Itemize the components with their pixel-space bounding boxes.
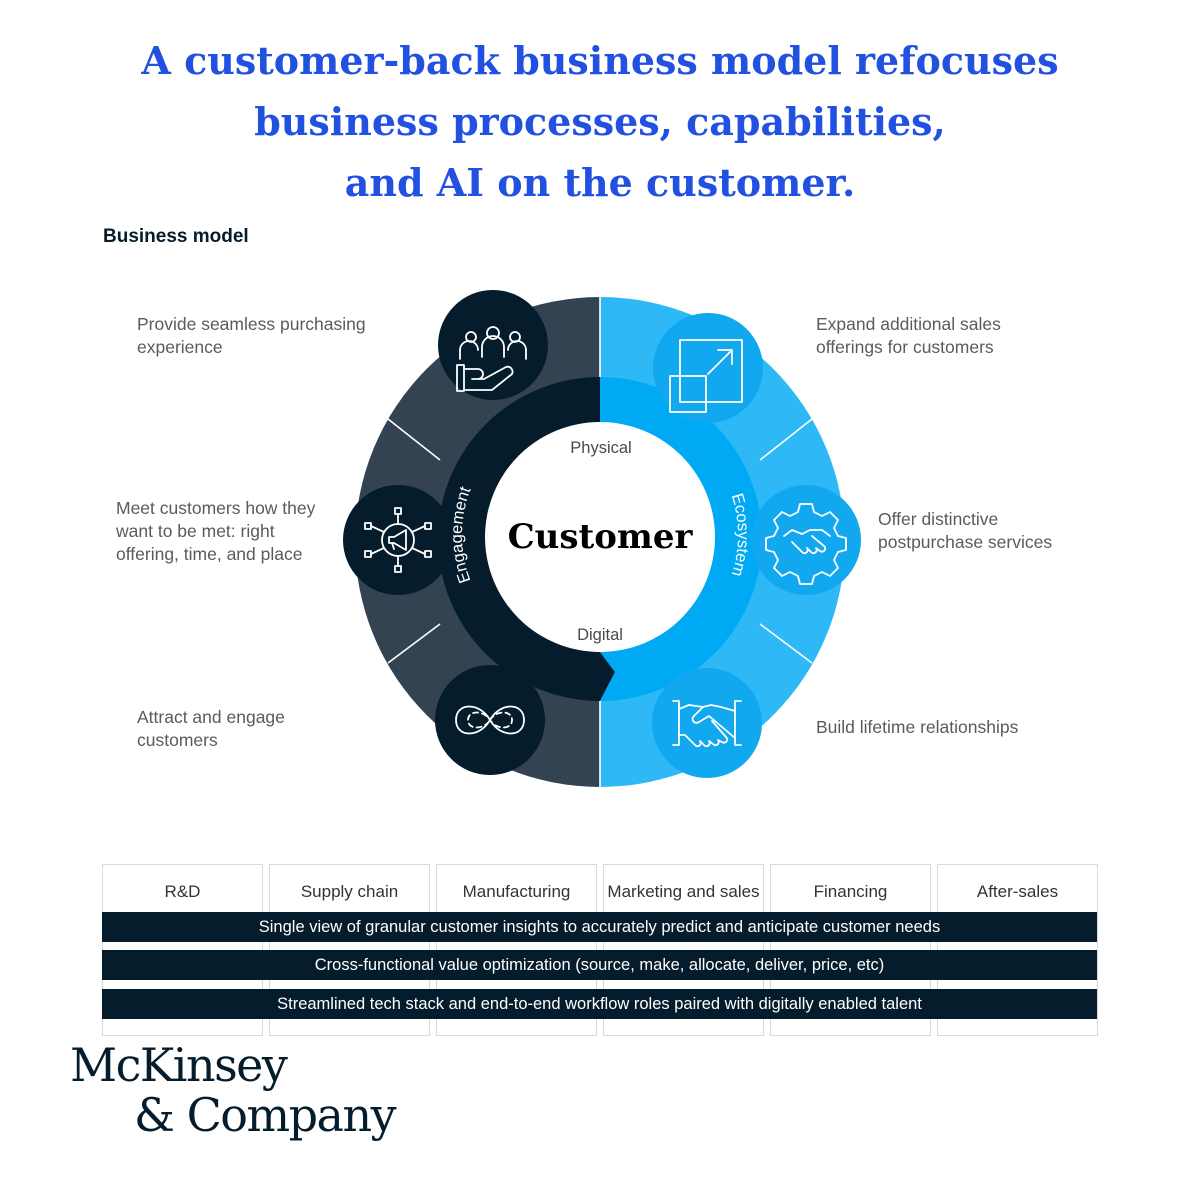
- megaphone-network-icon: [364, 507, 432, 573]
- headline-line-2: business processes, capabilities,: [254, 99, 946, 144]
- disc-handshake: [652, 668, 762, 778]
- callout-line: Attract and engage: [137, 707, 285, 727]
- center-label: Customer: [508, 517, 694, 557]
- callout-postpurchase-services: Offer distinctive postpurchase services: [878, 508, 1052, 554]
- disc-gear: [751, 485, 861, 595]
- handshake-icon: [672, 700, 742, 748]
- callout-attract-engage: Attract and engage customers: [137, 706, 285, 752]
- headline: A customer-back business model refocuses…: [0, 30, 1200, 213]
- expand-arrow-icon: [669, 339, 743, 413]
- callout-line: postpurchase services: [878, 532, 1053, 552]
- logo-line-2: & Company: [134, 1088, 397, 1142]
- digital-label: Digital: [577, 626, 623, 644]
- people-hand-icon: [456, 326, 527, 392]
- infinity-icon: [455, 705, 525, 735]
- callout-meet-customers: Meet customers how they want to be met: …: [116, 497, 315, 566]
- center-circle: [485, 422, 715, 652]
- callout-lifetime-relationships: Build lifetime relationships: [816, 716, 1018, 739]
- logo-line-1: McKinsey: [70, 1038, 288, 1092]
- callout-seamless-purchasing: Provide seamless purchasing experience: [137, 313, 366, 359]
- gear-handshake-icon: [765, 503, 847, 585]
- callout-line: offerings for customers: [816, 337, 994, 357]
- physical-label: Physical: [570, 439, 631, 457]
- callout-line: Meet customers how they: [116, 498, 316, 518]
- callout-expand-offerings: Expand additional sales offerings for cu…: [816, 313, 1001, 359]
- headline-line-3: and AI on the customer.: [344, 160, 856, 205]
- headline-line-1: A customer-back business model refocuses: [141, 38, 1059, 83]
- callout-line: Expand additional sales: [816, 314, 1001, 334]
- disc-megaphone: [343, 485, 453, 595]
- callout-line: experience: [137, 337, 223, 357]
- callout-line: want to be met: right: [116, 521, 275, 541]
- callout-line: offering, time, and place: [116, 544, 303, 564]
- callout-line: Provide seamless purchasing: [137, 314, 366, 334]
- callout-line: Offer distinctive: [878, 509, 999, 529]
- disc-people: [438, 290, 548, 400]
- mckinsey-logo: McKinsey & Company: [70, 1038, 397, 1142]
- section-label: Business model: [103, 226, 249, 247]
- callout-line: Build lifetime relationships: [816, 717, 1019, 737]
- callout-line: customers: [137, 730, 218, 750]
